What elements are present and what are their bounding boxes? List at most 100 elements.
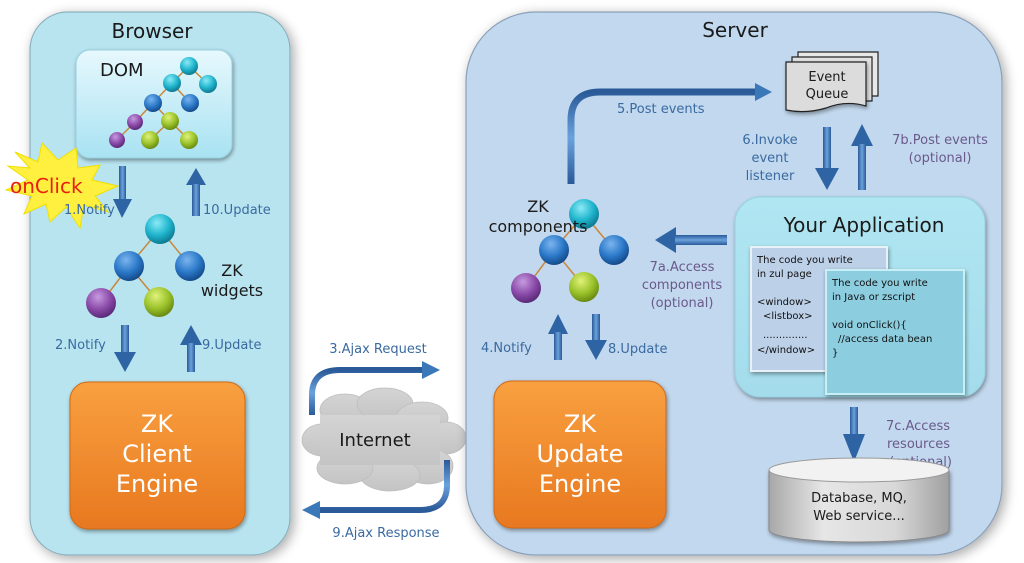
- ajax-response-arrow: [318, 460, 450, 513]
- invoke-listener-line-2: event: [751, 151, 788, 166]
- component-node: [599, 235, 629, 265]
- widget-node: [114, 251, 144, 281]
- application-title: Your Application: [783, 213, 945, 237]
- zul-code-line: in zul page: [757, 269, 812, 280]
- arrow-up-icon: [180, 325, 202, 372]
- internet-section: 3.Ajax Request Internet 9.Ajax Response: [301, 342, 467, 541]
- java-code-line: void onClick(){: [832, 320, 907, 331]
- zul-code-line: <listbox>: [763, 311, 813, 322]
- event-queue: Event Queue: [785, 51, 879, 113]
- access-resources-line-1: 7c.Access: [886, 419, 950, 434]
- dom-node: [180, 57, 198, 75]
- ajax-response-label: 9.Ajax Response: [332, 526, 439, 541]
- client-engine-line-1: ZK: [141, 410, 174, 438]
- event-queue-line-2: Queue: [806, 87, 849, 102]
- arrow-down-icon: [585, 314, 607, 360]
- post-events-7b-line-1: 7b.Post events: [892, 133, 988, 148]
- widgets-label-1: ZK: [221, 261, 243, 280]
- component-node: [569, 272, 599, 302]
- zk-update-engine: ZK Update Engine: [493, 380, 667, 529]
- dom-node: [163, 74, 181, 92]
- onclick-label: onClick: [10, 174, 83, 198]
- arrow-down-icon: [113, 166, 132, 218]
- notify-2-label: 2.Notify: [55, 338, 106, 353]
- arrow-left-icon: [302, 501, 320, 519]
- client-engine-line-3: Engine: [116, 470, 198, 498]
- java-code-line: //access data bean: [838, 334, 932, 345]
- zul-code-line: The code you write: [756, 255, 853, 266]
- component-node: [539, 235, 569, 265]
- arrow-left-icon: [655, 227, 727, 253]
- browser-title: Browser: [111, 19, 193, 43]
- server-title: Server: [702, 18, 768, 42]
- ajax-request-arrow: [309, 367, 425, 415]
- zul-code-line: ..............: [763, 330, 808, 341]
- dom-node: [199, 75, 217, 93]
- starburst-icon: [4, 141, 120, 230]
- java-code-box: The code you write in Java or zscript vo…: [825, 269, 965, 395]
- zul-code-line: <window>: [757, 297, 812, 308]
- access-components-line-2: components: [642, 278, 723, 293]
- component-node: [511, 273, 541, 303]
- widgets-label-2: widgets: [201, 281, 263, 300]
- notify-1-label: 1.Notify: [64, 203, 115, 218]
- post-events-label: 5.Post events: [617, 102, 705, 117]
- dom-node: [109, 132, 125, 148]
- arrow-right-icon: [422, 361, 440, 379]
- dom-box: DOM: [75, 49, 233, 159]
- arrow-down-icon: [114, 325, 136, 372]
- update-9-label: 9.Update: [202, 338, 261, 353]
- dom-node: [127, 114, 143, 130]
- database-icon: Database, MQ, Web service...: [768, 457, 950, 543]
- widget-node: [144, 287, 174, 317]
- component-node: [569, 199, 599, 229]
- widget-node: [175, 251, 205, 281]
- internet-label: Internet: [339, 430, 410, 451]
- your-application: Your Application The code you write in z…: [734, 196, 986, 398]
- arrow-up-icon: [851, 124, 873, 190]
- invoke-listener-line-1: 6.Invoke: [742, 133, 797, 148]
- post-events-7b-line-2: (optional): [909, 151, 972, 166]
- java-code-line: }: [832, 348, 838, 359]
- access-components-line-1: 7a.Access: [650, 260, 715, 275]
- server-panel: Server 5.Post events Event Queue 6.Invok…: [465, 11, 1003, 556]
- arrow-up-icon: [186, 168, 206, 216]
- arrow-down-icon: [843, 407, 865, 462]
- zul-code-line: </window>: [757, 345, 815, 356]
- dom-node: [161, 112, 179, 130]
- ajax-request-label: 3.Ajax Request: [329, 342, 427, 357]
- widget-node: [145, 214, 175, 244]
- update-engine-line-3: Engine: [539, 470, 621, 498]
- update-engine-line-1: ZK: [564, 410, 597, 438]
- post-events-arrow: [567, 88, 758, 184]
- access-resources-line-2: resources: [887, 437, 950, 452]
- dom-node: [144, 94, 162, 112]
- database-line-2: Web service...: [813, 509, 904, 524]
- java-code-line: in Java or zscript: [832, 292, 915, 303]
- database-line-1: Database, MQ,: [811, 491, 907, 506]
- onclick-burst: onClick: [4, 141, 120, 230]
- update-8-label: 8.Update: [608, 342, 667, 357]
- dom-node: [181, 94, 199, 112]
- update-engine-line-2: Update: [537, 440, 624, 468]
- update-10-label: 10.Update: [203, 203, 271, 218]
- invoke-listener-line-3: listener: [746, 169, 795, 184]
- components-label-1: ZK: [527, 197, 549, 216]
- java-code-line: The code you write: [831, 278, 928, 289]
- dom-node: [180, 131, 198, 149]
- event-queue-line-1: Event: [808, 70, 845, 85]
- arrow-right-icon: [755, 83, 772, 101]
- components-label-2: components: [489, 217, 588, 236]
- arrow-down-icon: [815, 127, 839, 190]
- notify-4-label: 4.Notify: [481, 341, 532, 356]
- widget-node: [86, 288, 116, 318]
- browser-panel: Browser DOM onClick: [4, 11, 291, 556]
- access-components-line-3: (optional): [651, 296, 714, 311]
- client-engine-line-2: Client: [122, 440, 191, 468]
- zk-client-engine: ZK Client Engine: [69, 381, 246, 530]
- cloud-icon: [301, 387, 467, 492]
- dom-node: [141, 131, 159, 149]
- arrow-up-icon: [548, 314, 568, 360]
- dom-label: DOM: [100, 60, 144, 81]
